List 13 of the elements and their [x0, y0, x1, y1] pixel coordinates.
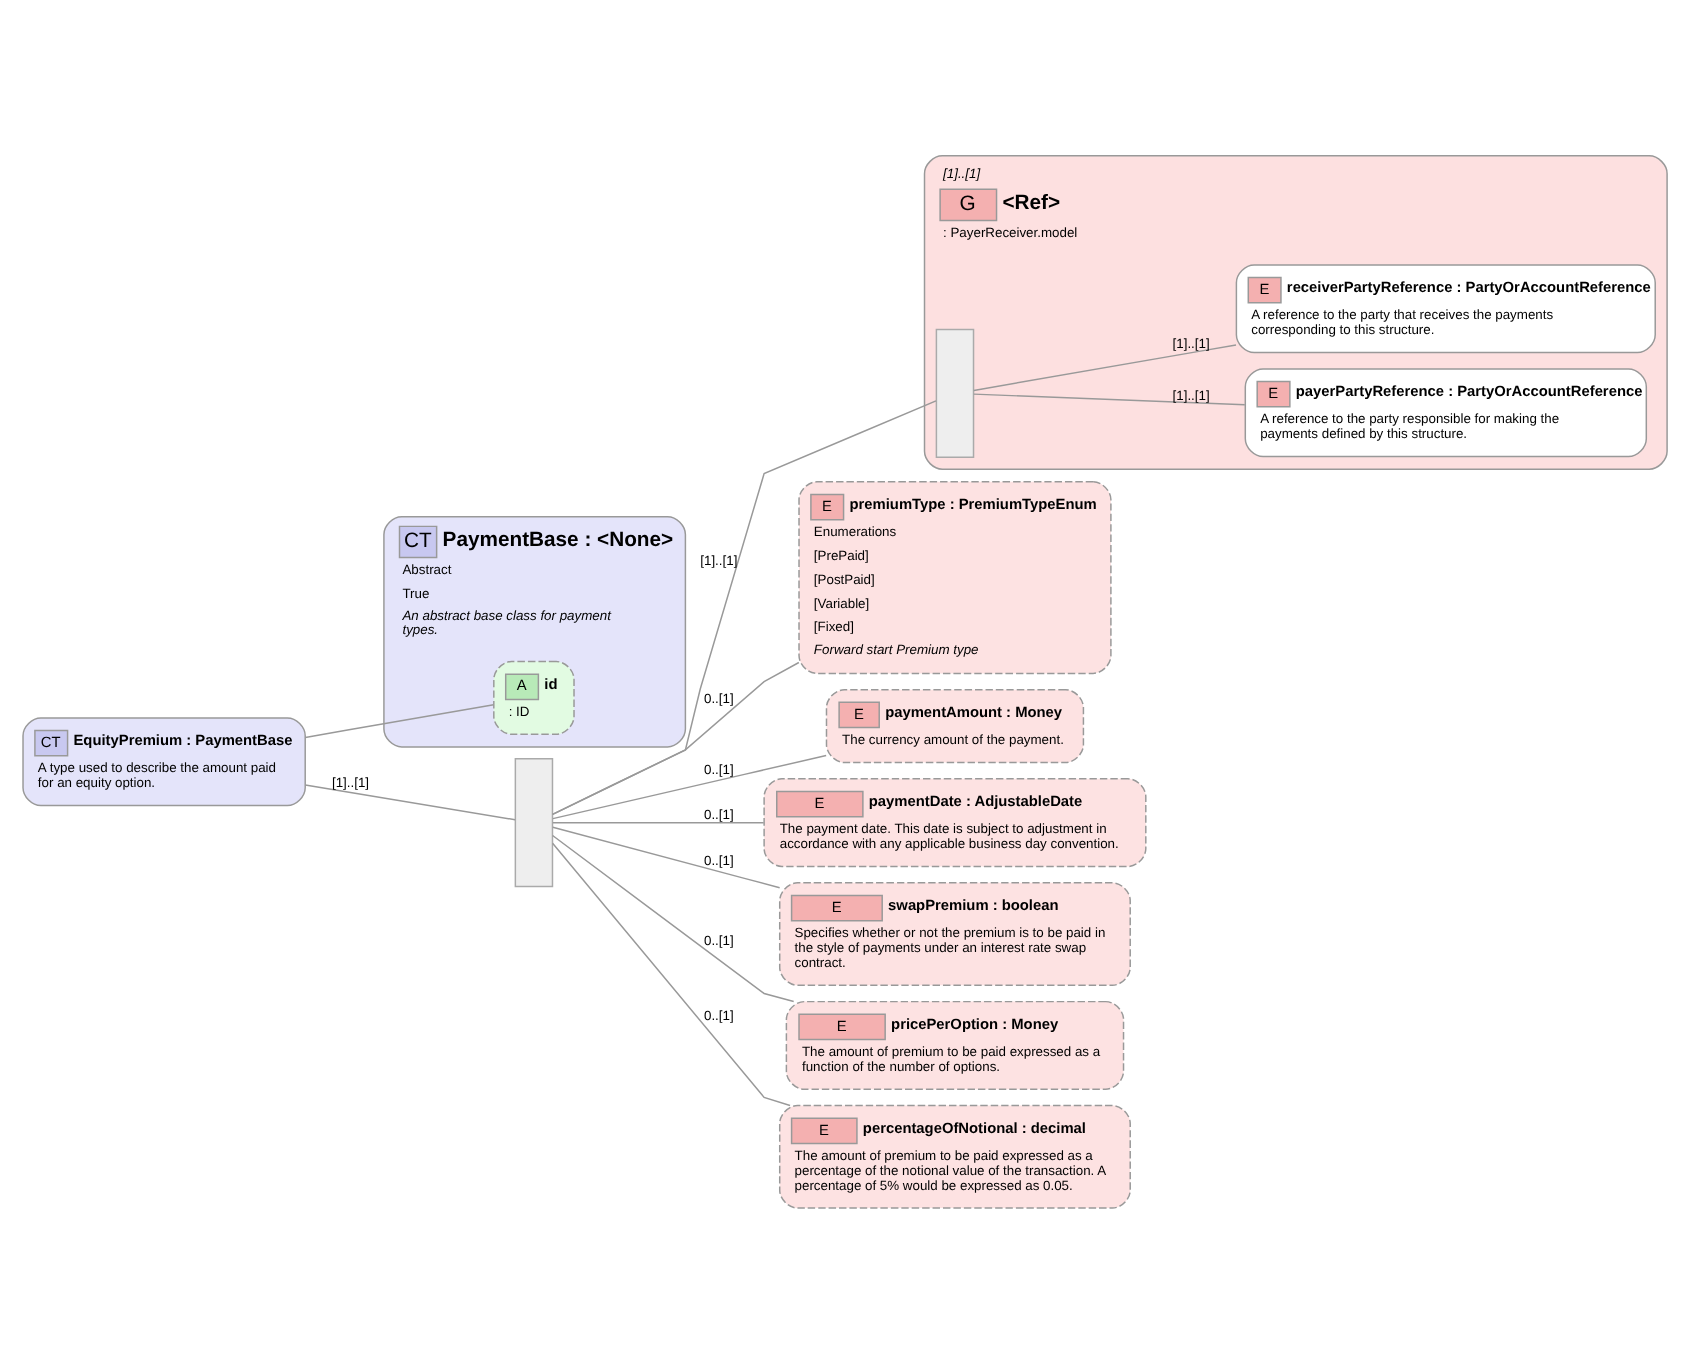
- connector: [552, 753, 827, 819]
- node-box: [514, 757, 554, 887]
- connector: [973, 343, 1237, 391]
- node-box: [935, 327, 975, 458]
- connector: [551, 399, 937, 815]
- connector: [304, 783, 516, 820]
- connector: [973, 392, 1246, 405]
- connector: [551, 660, 800, 815]
- connector: [552, 825, 781, 888]
- connector: [551, 833, 795, 1002]
- connector: [552, 820, 765, 823]
- connector: [551, 841, 791, 1106]
- connector: [304, 702, 495, 738]
